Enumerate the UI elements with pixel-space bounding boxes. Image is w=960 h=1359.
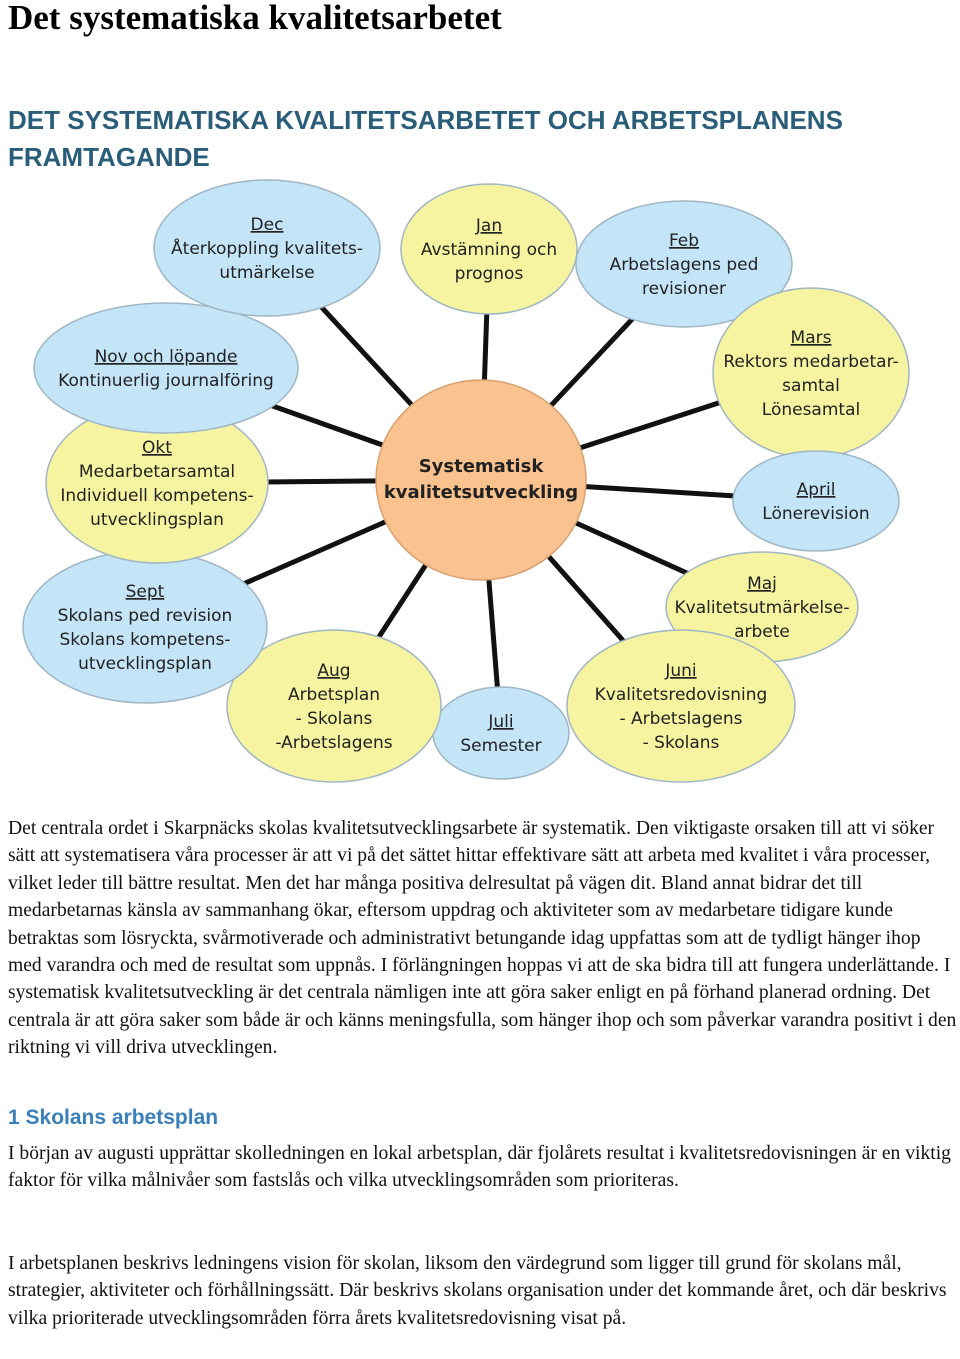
connector-line-dec <box>317 302 417 410</box>
node-text-line: Återkoppling kvalitets- <box>171 237 363 259</box>
connector-line-april <box>581 483 738 499</box>
connector-line-jan <box>481 309 490 385</box>
node-month-label: Juli <box>487 712 513 732</box>
section-heading: 1 Skolans arbetsplan <box>8 1106 219 1129</box>
node-month-label: Sept <box>126 582 165 602</box>
center-text-line: kvalitetsutveckling <box>384 482 578 503</box>
node-shape <box>400 183 578 315</box>
node-text-line: Kvalitetsutmärkelse- <box>675 598 850 618</box>
node-text-line: utmärkelse <box>219 263 314 283</box>
node-shape <box>732 450 900 552</box>
node-text-line: utvecklingsplan <box>90 510 224 530</box>
node-month-label: Dec <box>251 215 284 235</box>
node-text-line: -Arbetslagens <box>275 733 392 753</box>
node-text-line: - Arbetslagens <box>620 709 743 729</box>
page-title: Det systematiska kvalitetsarbetet <box>8 0 502 37</box>
node-shape <box>153 179 381 317</box>
node-month-label: April <box>797 480 836 500</box>
node-text-line: Skolans ped revision <box>58 606 233 626</box>
node-month-label: Mars <box>791 328 832 348</box>
node-text-line: - Skolans <box>643 733 720 753</box>
node-text-line: Kvalitetsredovisning <box>595 685 768 705</box>
node-month-label: Jan <box>475 216 502 236</box>
node-text-line: Arbetsplan <box>288 685 380 705</box>
node-shape <box>226 629 442 783</box>
node-month-label: Juni <box>664 661 696 681</box>
node-shape <box>432 686 570 780</box>
node-shape <box>712 287 910 459</box>
section-paragraph-1: I början av augusti upprättar skollednin… <box>8 1143 951 1192</box>
connector-line-aug <box>374 560 430 642</box>
node-text-line: Rektors medarbetar- <box>723 352 898 372</box>
node-text-line: Medarbetarsamtal <box>79 462 235 482</box>
node-month-label: Okt <box>142 438 172 458</box>
node-text-line: Semester <box>460 736 541 756</box>
node-shape <box>22 550 268 704</box>
node-shape <box>575 200 793 328</box>
node-month-label: Nov och löpande <box>95 347 238 367</box>
node-text-line: Avstämning och <box>421 240 557 260</box>
connector-line-mars <box>575 399 724 452</box>
connector-line-juni <box>544 551 628 646</box>
center-shape <box>375 379 587 581</box>
node-text-line: revisioner <box>642 279 726 299</box>
center-text-line: Systematisk <box>419 456 545 477</box>
connector-line-juli <box>486 575 501 692</box>
node-text-line: prognos <box>455 264 524 284</box>
node-text-line: Lönerevision <box>762 504 869 524</box>
node-text-line: Skolans kompetens- <box>60 630 231 650</box>
node-shape <box>33 302 299 434</box>
connector-line-sept <box>240 517 391 588</box>
node-text-line: Arbetslagens ped <box>610 255 759 275</box>
intro-paragraph: Det centrala ordet i Skarpnäcks skolas k… <box>8 818 957 1059</box>
node-month-label: Aug <box>317 661 350 681</box>
node-text-line: - Skolans <box>296 709 373 729</box>
connector-line-okt <box>263 478 381 485</box>
connector-line-maj <box>571 518 692 577</box>
node-shape <box>566 629 796 783</box>
connector-line-nov-och-löpande <box>268 402 388 449</box>
connector-lines <box>240 302 738 692</box>
node-text-line: arbete <box>734 622 790 642</box>
node-text-line: Individuell kompetens- <box>60 486 253 506</box>
node-month-label: Feb <box>669 231 699 251</box>
node-text-line: Kontinuerlig journalföring <box>58 371 274 391</box>
node-text-line: utvecklingsplan <box>78 654 212 674</box>
node-text-line: samtal <box>782 376 840 396</box>
section-subtitle: DET SYSTEMATISKA KVALITETSARBETET OCH AR… <box>8 105 843 172</box>
node-month-label: Maj <box>747 574 777 594</box>
connector-line-feb <box>546 314 637 411</box>
center-node: Systematisk kvalitetsutveckling <box>375 379 587 581</box>
node-text-line: Lönesamtal <box>762 400 860 420</box>
section-paragraph-2: I arbetsplanen beskrivs ledningens visio… <box>8 1253 947 1329</box>
